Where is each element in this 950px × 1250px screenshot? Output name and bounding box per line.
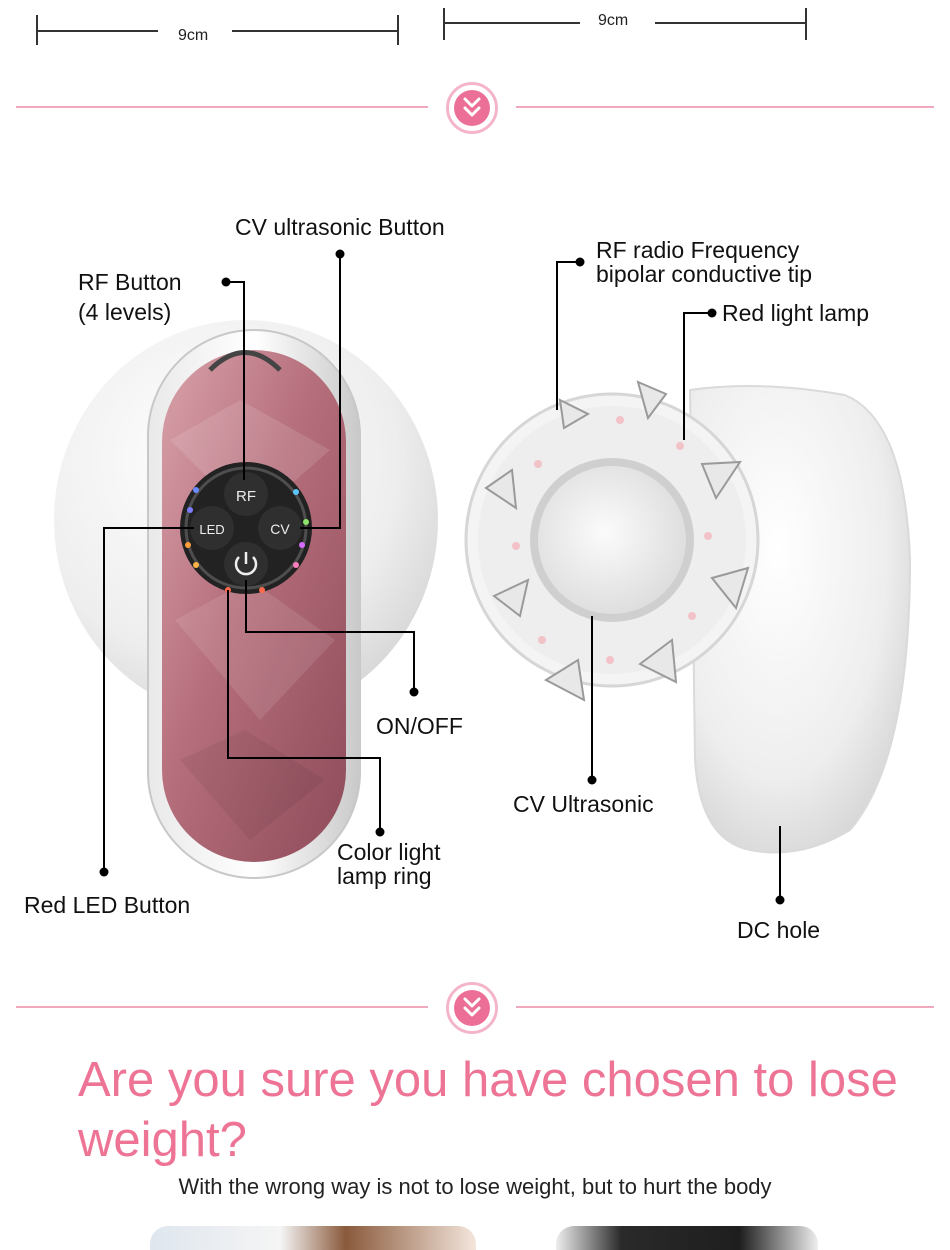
divider-line-right [516, 106, 934, 108]
product-diagram: RF LED CV [54, 249, 912, 905]
ruler-right-label: 9cm [598, 12, 629, 29]
control-cluster [180, 462, 312, 594]
label-rf-tip-2: bipolar conductive tip [596, 261, 813, 287]
divider-line-left [16, 1006, 428, 1008]
cv-button-label: CV [270, 521, 290, 537]
before-photo [150, 1226, 476, 1250]
label-rf-tip-1: RF radio Frequency [596, 237, 800, 263]
ruler-left-lines [36, 15, 399, 45]
label-on-off: ON/OFF [376, 713, 463, 739]
double-chevron-down-icon [446, 982, 498, 1034]
led-button[interactable] [190, 506, 234, 550]
rf-button-label: RF [236, 488, 256, 505]
divider-line-left [16, 106, 428, 108]
ruler-right-lines [443, 8, 807, 40]
label-dc-hole: DC hole [737, 917, 821, 943]
label-rf-levels: (4 levels) [78, 299, 172, 325]
color-lamp-ring [185, 487, 309, 593]
ruler-left-label: 9cm [178, 27, 209, 44]
device-back-view [464, 380, 912, 854]
led-button-label: LED [199, 522, 224, 537]
red-light-lamps [512, 416, 712, 664]
label-cv-ultrasonic: CV Ultrasonic [513, 791, 654, 817]
section-headline: Are you sure you have chosen to lose wei… [78, 1053, 898, 1167]
rf-electrodes [484, 380, 750, 702]
power-icon [234, 552, 258, 576]
label-red-light-lamp: Red light lamp [722, 300, 870, 326]
after-photo [556, 1226, 818, 1250]
label-red-led-button: Red LED Button [24, 892, 191, 918]
device-front-view: RF LED CV [54, 320, 438, 879]
callout-lines [103, 254, 781, 900]
label-cv-ultrasonic-button: CV ultrasonic Button [235, 214, 445, 240]
rf-button[interactable] [224, 472, 268, 516]
divider-line-right [516, 1006, 934, 1008]
label-color-light-2: lamp ring [337, 863, 432, 889]
cv-button[interactable] [258, 506, 302, 550]
label-color-light-1: Color light [337, 839, 441, 865]
label-rf-button: RF Button [78, 269, 182, 295]
callout-dots [99, 249, 785, 905]
double-chevron-down-icon [446, 82, 498, 134]
cv-ultrasonic-plate [538, 466, 686, 614]
section-subheadline: With the wrong way is not to lose weight… [178, 1174, 772, 1199]
